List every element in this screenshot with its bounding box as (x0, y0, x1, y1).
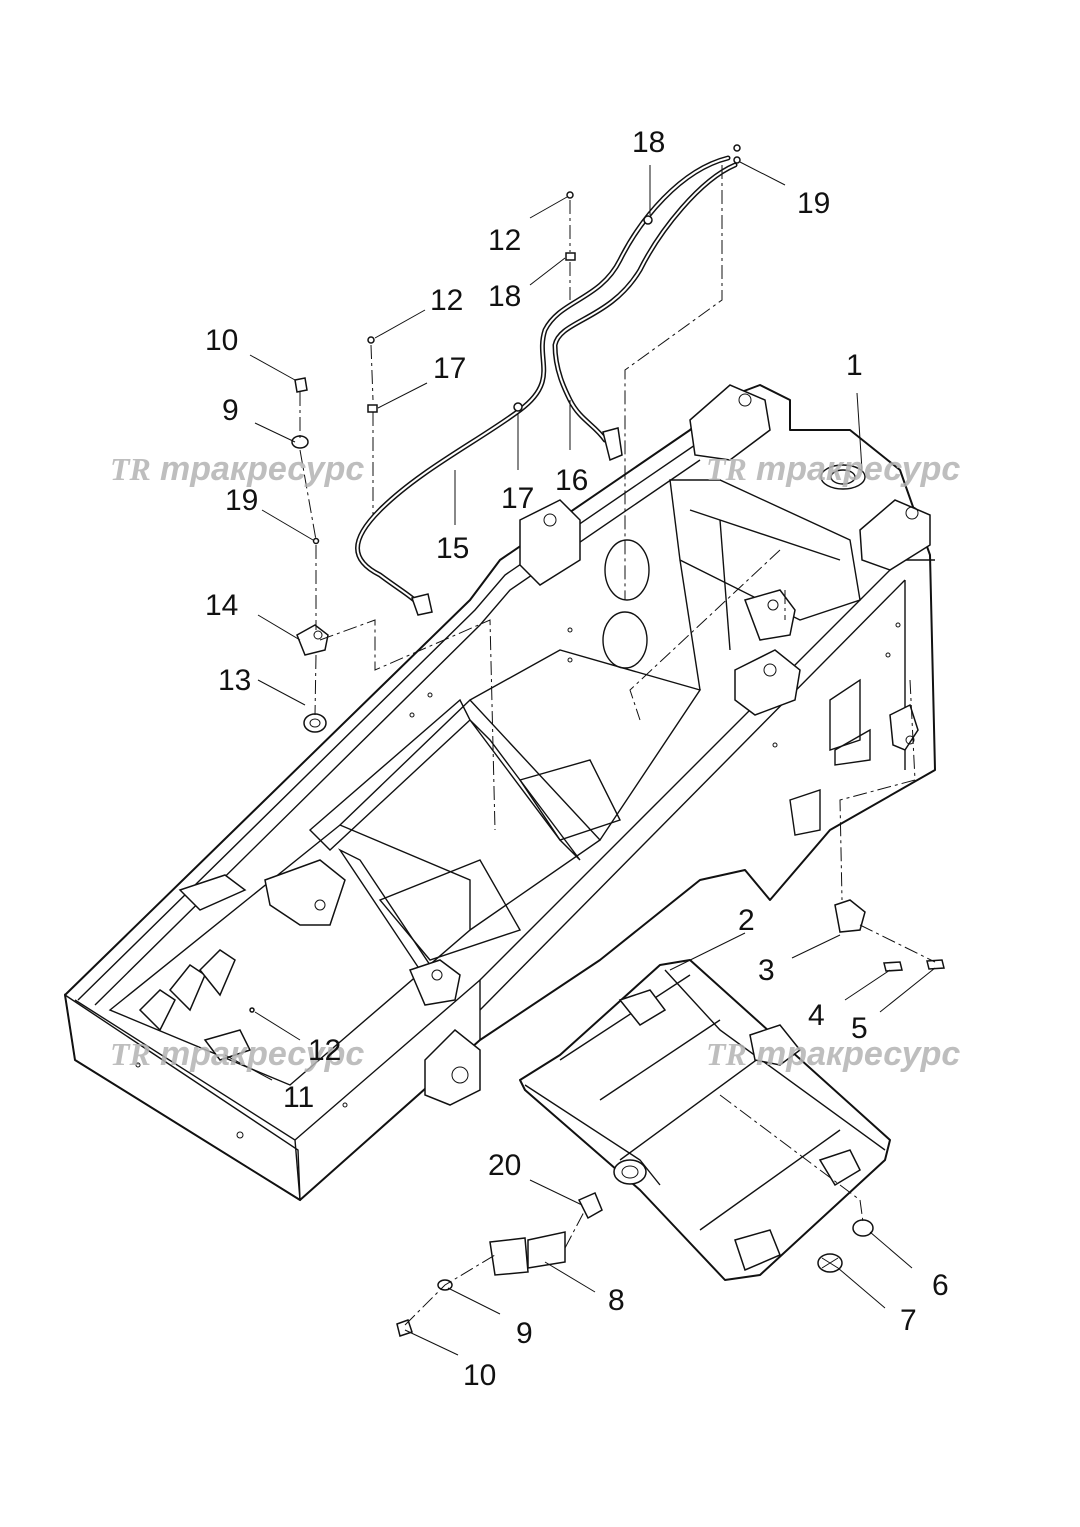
callout-12-top: 12 (488, 224, 521, 257)
hose-assembly (355, 155, 738, 616)
svg-text:TR: TR (110, 451, 151, 487)
watermark: TR тракресурс (706, 1035, 960, 1073)
svg-text:TR: TR (110, 1036, 151, 1072)
callout-12-mid: 12 (430, 284, 463, 317)
svg-text:тракресурс: тракресурс (160, 450, 364, 488)
svg-text:TR: TR (706, 1036, 747, 1072)
callout-labels: 1 2 3 4 5 6 7 8 9 9 10 10 11 12 12 12 13… (205, 126, 949, 1392)
svg-text:TR: TR (706, 451, 747, 487)
watermark: TR тракресурс (110, 1035, 364, 1073)
callout-19-left: 19 (225, 484, 258, 517)
callout-9-top: 9 (222, 394, 239, 427)
callout-18-mid: 18 (488, 280, 521, 313)
svg-text:тракресурс: тракресурс (756, 1035, 960, 1073)
watermark: TR тракресурс (706, 450, 960, 488)
callout-17-bottom: 17 (501, 482, 534, 515)
svg-text:тракресурс: тракресурс (756, 450, 960, 488)
svg-text:тракресурс: тракресурс (160, 1035, 364, 1073)
leader-lines (224, 161, 936, 1356)
callout-6: 6 (932, 1269, 949, 1302)
callout-5: 5 (851, 1012, 868, 1045)
callout-17-top: 17 (433, 352, 466, 385)
callout-16: 16 (555, 464, 588, 497)
watermark: TR тракресурс (110, 450, 364, 488)
callout-3: 3 (758, 954, 775, 987)
callout-7: 7 (900, 1304, 917, 1337)
lower-carriage-frame (519, 959, 891, 1281)
assembly-centerlines (299, 165, 936, 1326)
callout-10-bottom: 10 (463, 1359, 496, 1392)
callout-11: 11 (283, 1081, 314, 1114)
callout-10-top: 10 (205, 324, 238, 357)
callout-9-bottom: 9 (516, 1317, 533, 1350)
callout-18-top: 18 (632, 126, 665, 159)
callout-4: 4 (808, 999, 825, 1032)
callout-8: 8 (608, 1284, 625, 1317)
main-frame (64, 384, 936, 1202)
callout-2: 2 (738, 904, 755, 937)
callout-15: 15 (436, 532, 469, 565)
fasteners (249, 144, 945, 1337)
callout-12-bottom: 12 (308, 1034, 341, 1067)
callout-14: 14 (205, 589, 238, 622)
callout-19-top: 19 (797, 187, 830, 220)
callout-13: 13 (218, 664, 251, 697)
callout-20: 20 (488, 1149, 521, 1182)
callout-1: 1 (846, 349, 863, 382)
